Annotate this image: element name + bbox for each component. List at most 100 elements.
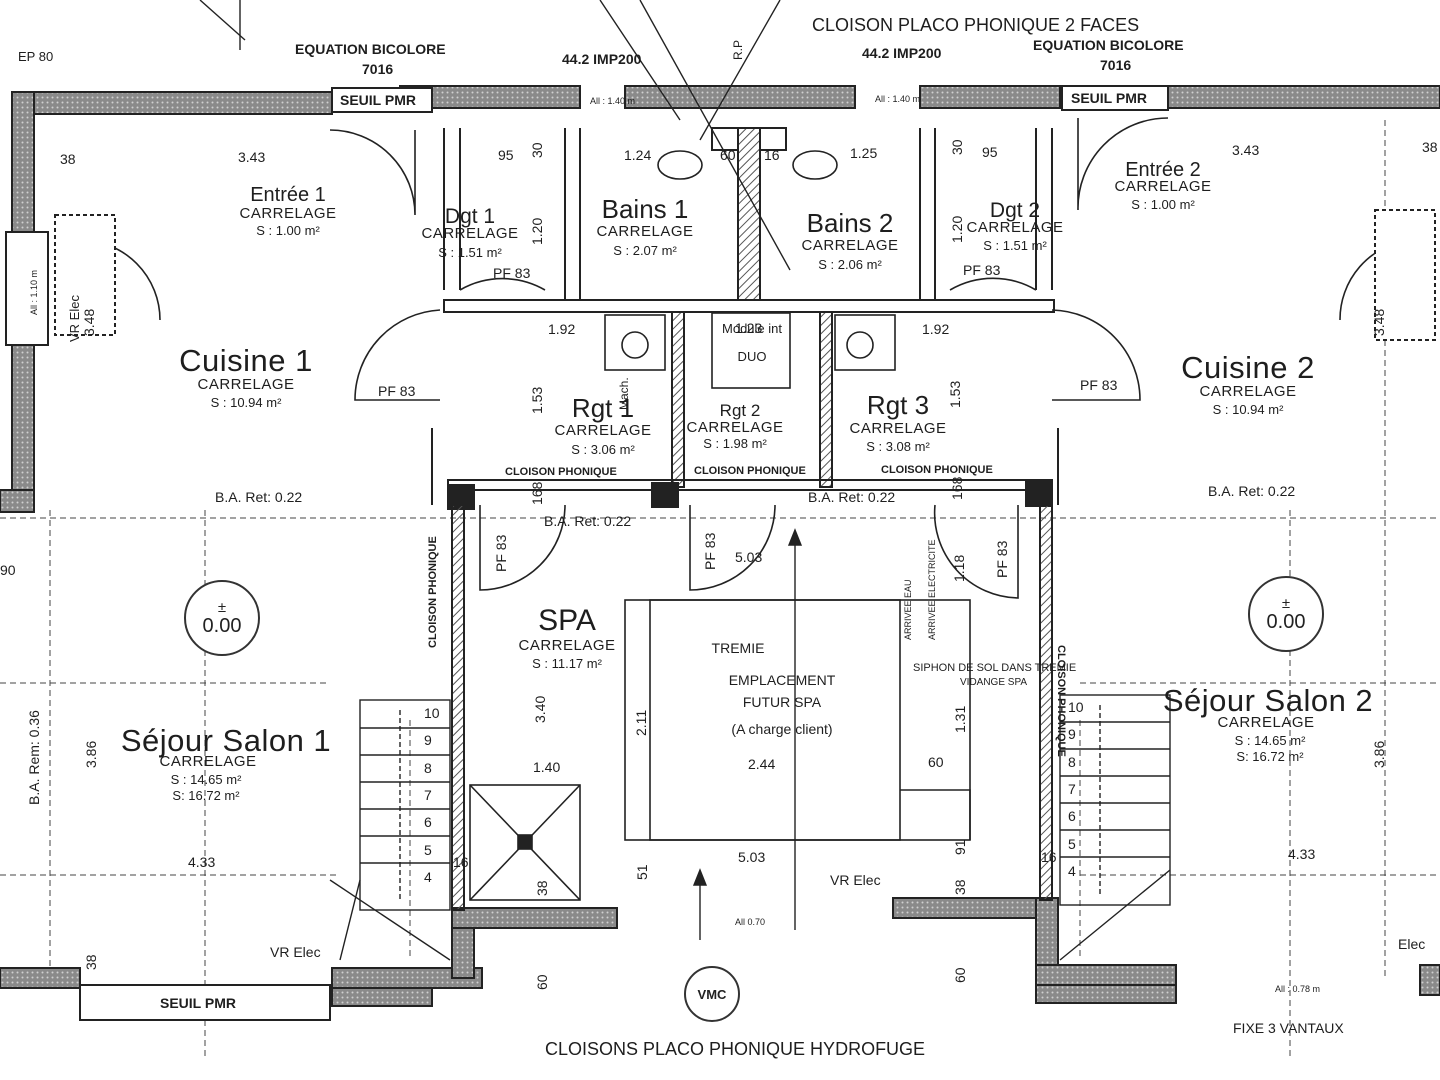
spa-tremie (469, 599, 971, 901)
seuil-bottom-label: SEUIL PMR (160, 995, 236, 1011)
room-area-cuisine2: S : 10.94 m² (1212, 402, 1284, 417)
room-area-dgt1: S : 1.51 m² (438, 245, 502, 260)
stair-step-number: 4 (424, 868, 432, 885)
dim-123: 1.23 (735, 320, 763, 336)
stair-step-number: 6 (424, 814, 432, 831)
room-floor-entree2: CARRELAGE (1114, 178, 1212, 195)
dim-120-right: 1.20 (949, 215, 965, 243)
vmc-badge: VMC (684, 966, 740, 1022)
room-floor-dgt1: CARRELAGE (421, 225, 519, 242)
vr-elec-spa: VR Elec (830, 872, 881, 888)
exterior-walls (0, 85, 1440, 1007)
door-label-cuisine2: PF 83 (1080, 377, 1118, 393)
equation-left-label: EQUATION BICOLORE (295, 41, 446, 57)
siphon-label: SIPHON DE SOL DANS TREMIE (913, 662, 1077, 674)
ba-ret-spa: B.A. Ret: 0.22 (808, 489, 896, 505)
dim-30-left: 30 (529, 142, 545, 158)
staircase-left (329, 699, 451, 961)
room-floor-dgt2: CARRELAGE (966, 219, 1064, 236)
dim-348-right: 3.48 (1371, 308, 1387, 336)
seuil-left-label: SEUIL PMR (340, 92, 416, 108)
dim-118: 1.18 (951, 554, 967, 582)
cloisons-bottom-label: CLOISONS PLACO PHONIQUE HYDROFUGE (545, 1039, 926, 1059)
dim-16-right: 16 (1041, 849, 1057, 865)
vidange-label: VIDANGE SPA (960, 677, 1028, 688)
room-area-sejour1: S : 14.65 m² (170, 772, 242, 787)
dim-51: 51 (634, 864, 650, 880)
room-area-cuisine1: S : 10.94 m² (210, 395, 282, 410)
door-label-spa-left: PF 83 (493, 534, 509, 572)
room-name-rgt2: Rgt 2 (719, 401, 761, 420)
dim-343-left: 3.43 (238, 149, 266, 165)
room-area-dgt2: S : 1.51 m² (983, 238, 1047, 253)
fixe-label: FIXE 3 VANTAUX (1233, 1020, 1344, 1036)
dim-192-left: 1.92 (548, 321, 576, 337)
window-all-label: All : 1.10 m (29, 269, 39, 315)
room-floor-cuisine1: CARRELAGE (197, 376, 295, 393)
stair-step-number: 5 (424, 841, 432, 858)
room-floor-rgt3: CARRELAGE (849, 420, 947, 437)
stair-step-number: 6 (1068, 808, 1076, 825)
room-area-bains2: S : 2.06 m² (818, 257, 882, 272)
dim-503-bottom: 5.03 (738, 849, 766, 865)
dim-433-left: 4.33 (188, 854, 216, 870)
interior-walls (431, 127, 1059, 911)
threshold-boxes (79, 85, 1169, 1021)
room-name-spa: SPA (538, 604, 596, 637)
stair-step-number: 7 (424, 786, 432, 803)
equation-right-code: 7016 (1100, 57, 1132, 73)
level-value: 0.00 (1266, 610, 1306, 633)
dim-386-right: 3.86 (1371, 740, 1387, 768)
all-070-label: All 0.70 (735, 917, 766, 927)
dim-131: 1.31 (952, 705, 968, 733)
tremie-label: TREMIE (711, 640, 765, 656)
room-area-rgt3: S : 3.08 m² (866, 439, 930, 454)
dim-16: 16 (764, 147, 780, 163)
room-floor-cuisine2: CARRELAGE (1199, 383, 1297, 400)
dim-124: 1.24 (624, 147, 652, 163)
stair-step-number: 5 (1068, 835, 1076, 852)
ep-label: EP 80 (18, 49, 54, 64)
level-marker-left: ± 0.00 (184, 580, 260, 656)
dim-38-spa-right: 38 (952, 879, 968, 895)
emplacement-label: EMPLACEMENT (728, 672, 836, 688)
room-area-spa: S : 11.17 m² (532, 656, 602, 671)
elec-right: Elec (1398, 936, 1426, 952)
seuil-right-label: SEUIL PMR (1071, 90, 1147, 106)
fixtures (604, 150, 896, 389)
room-area-entree1: S : 1.00 m² (256, 223, 320, 238)
dim-38-spa: 38 (534, 880, 550, 896)
dim-386-left: 3.86 (83, 740, 99, 768)
imp-left-label: 44.2 IMP200 (562, 51, 642, 67)
dim-16-left: 16 (453, 854, 469, 870)
dim-30-right: 30 (949, 139, 965, 155)
dim-38-bottom-left: 38 (83, 954, 99, 970)
dim-38-left: 38 (60, 151, 76, 167)
module-duo-label: DUO (737, 349, 767, 364)
rp-label: R.P (731, 39, 745, 60)
level-marker-right: ± 0.00 (1248, 576, 1324, 652)
room-area-rgt2: S : 1.98 m² (703, 436, 767, 451)
dim-244: 2.44 (748, 756, 776, 772)
door-label-spa-mid: PF 83 (702, 532, 718, 570)
level-sign: ± (217, 598, 227, 616)
left-window (5, 209, 1436, 346)
dim-140: 1.40 (533, 759, 561, 775)
stair-step-number: 8 (424, 759, 432, 776)
dim-433-right: 4.33 (1288, 846, 1316, 862)
stair-step-number: 10 (1068, 699, 1084, 715)
room-name-entree1: Entrée 1 (250, 184, 326, 206)
dim-91: 91 (952, 839, 968, 855)
staircase-right (1059, 694, 1171, 961)
imp-right-label: 44.2 IMP200 (862, 45, 942, 61)
room-name-cuisine2: Cuisine 2 (1181, 350, 1315, 385)
room-area-entree2: S : 1.00 m² (1131, 197, 1195, 212)
stair-step-number: 8 (1068, 753, 1076, 770)
room-floor-spa: CARRELAGE (518, 637, 616, 654)
dim-503-top: 5.03 (735, 549, 763, 565)
dim-60-bottom-left: 60 (534, 974, 550, 990)
all-140-right: All : 1.40 m (875, 94, 921, 104)
stair-step-number: 10 (424, 705, 440, 721)
cloison-top-label: CLOISON PLACO PHONIQUE 2 FACES (812, 15, 1140, 35)
